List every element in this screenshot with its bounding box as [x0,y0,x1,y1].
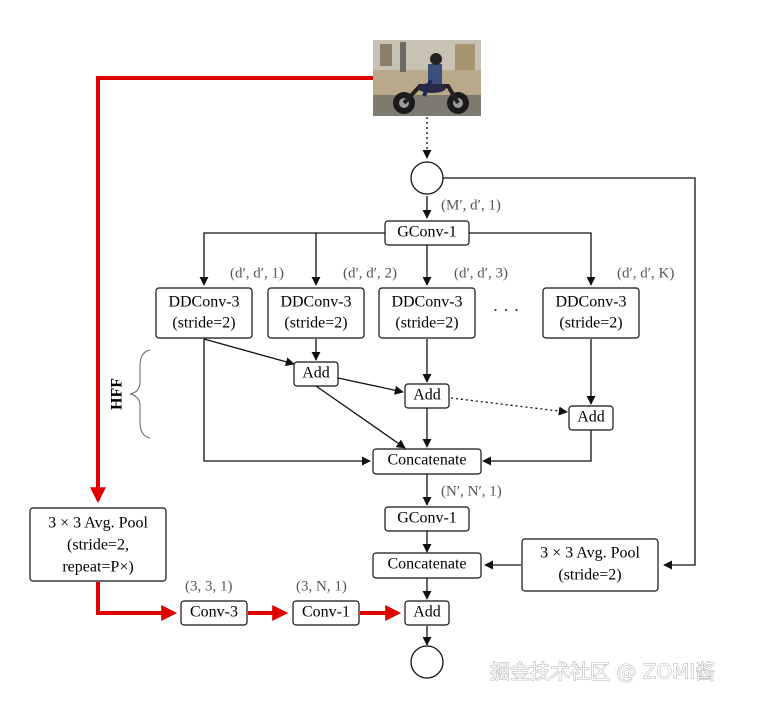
ddconv-box-2: DDConv-3 (stride=2) [267,287,365,339]
ddconv-3-param: (d′, d′, 3) [454,265,508,281]
gconv1-mid-box: GConv-1 [384,506,470,532]
concat-box-2: Concatenate [372,552,482,579]
ddconv-box-1: DDConv-3 (stride=2) [155,287,253,339]
avgpool-left-box: 3 × 3 Avg. Pool (stride=2, repeat=P×) [29,507,167,582]
ddconv-ellipsis: · · · [493,300,520,320]
ddconv-1-line1: DDConv-3 [168,294,239,311]
ddconv-k-line1: DDConv-3 [555,294,626,311]
gconv1-top-param: (M′, d′, 1) [441,197,501,213]
ddconv-k-line2: (stride=2) [559,315,622,332]
avgpool-left-line1: 3 × 3 Avg. Pool [48,515,148,532]
conv3-param: (3, 3, 1) [185,578,233,594]
avgpool-right-box: 3 × 3 Avg. Pool (stride=2) [521,538,659,592]
add-2-label: Add [413,387,441,404]
add-final-label: Add [413,604,441,621]
ddconv-3-line2: (stride=2) [395,315,458,332]
input-image [373,40,481,116]
ddconv-2-line2: (stride=2) [284,315,347,332]
ddconv-box-3: DDConv-3 (stride=2) [378,287,476,339]
edges [199,117,696,646]
add-box-2: Add [404,383,450,409]
input-node-circle [410,161,444,195]
conv1-label: Conv-1 [302,604,350,621]
ddconv-2-param: (d′, d′, 2) [343,265,397,281]
ddconv-2-line1: DDConv-3 [280,294,351,311]
gconv1-top-box: GConv-1 [384,220,470,246]
add-3-label: Add [577,409,605,426]
add-box-1: Add [293,361,339,387]
ddconv-1-line2: (stride=2) [172,315,235,332]
ddconv-box-k: DDConv-3 (stride=2) [542,287,640,339]
add-final-box: Add [404,600,450,626]
avgpool-left-line3: repeat=P×) [62,559,133,576]
watermark-text: 掘金技术社区 @ ZOMI酱 [490,660,715,684]
ddconv-k-param: (d′, d′, K) [617,265,674,281]
conv3-box: Conv-3 [180,600,248,626]
concat-1-label: Concatenate [387,452,466,469]
concat-2-label: Concatenate [387,556,466,573]
hff-label: HFF [109,378,126,410]
conv1-param: (3, N, 1) [296,578,347,594]
output-node-circle [410,645,444,679]
conv3-label: Conv-3 [190,604,238,621]
gconv1-top-label: GConv-1 [397,224,457,241]
concat-box-1: Concatenate [372,448,482,475]
red-path [90,76,402,621]
conv1-box: Conv-1 [292,600,360,626]
add-box-3: Add [568,405,614,431]
avgpool-right-line1: 3 × 3 Avg. Pool [540,545,640,562]
avgpool-left-line2: (stride=2, [67,537,129,554]
avgpool-right-line2: (stride=2) [558,567,621,584]
add-1-label: Add [302,365,330,382]
ddconv-3-line1: DDConv-3 [391,294,462,311]
hff-brace [129,349,151,439]
gconv1-mid-label: GConv-1 [397,510,457,527]
ddconv-1-param: (d′, d′, 1) [230,265,284,281]
gconv1-mid-param: (N′, N′, 1) [441,483,502,499]
